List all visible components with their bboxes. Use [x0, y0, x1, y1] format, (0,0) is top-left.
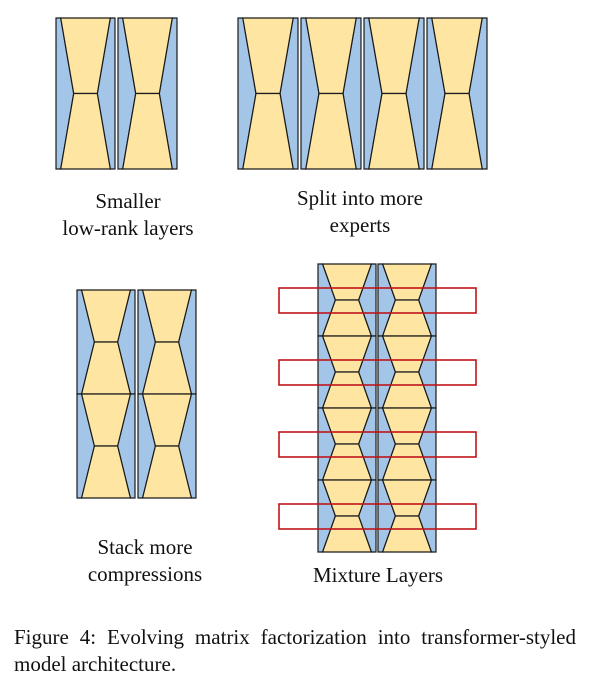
mixture-unit	[317, 335, 377, 409]
mixture-unit	[377, 407, 437, 481]
routing-box	[278, 431, 477, 458]
routing-box	[278, 359, 477, 386]
factor-matrix-lower	[242, 92, 294, 170]
low-rank-unit	[55, 17, 116, 170]
routing-box	[278, 503, 477, 530]
mixture-unit	[377, 335, 437, 409]
figure-caption: Figure 4: Evolving matrix factorization …	[14, 625, 576, 676]
panel-mixture-layers	[317, 263, 437, 553]
mixture-unit	[377, 263, 437, 337]
factor-matrix-lower	[321, 515, 373, 553]
label-split-line-2: experts	[329, 213, 391, 237]
stacked-unit	[137, 289, 197, 395]
factor-matrix-lower	[59, 92, 112, 170]
factor-matrix-lower	[368, 92, 420, 170]
expert-unit	[237, 17, 299, 170]
label-mixture-layers: Mixture Layers	[268, 562, 488, 589]
panel-smaller-low-rank	[55, 17, 178, 170]
low-rank-unit	[117, 17, 178, 170]
label-smaller-low-rank: Smaller low-rank layers	[18, 188, 238, 242]
factor-matrix-lower	[121, 92, 174, 170]
panel-stack-compressions	[76, 289, 197, 499]
panel-split-experts	[237, 17, 488, 170]
factor-matrix-lower	[80, 445, 132, 499]
factor-matrix-lower	[141, 445, 193, 499]
stacked-unit	[76, 393, 136, 499]
expert-unit	[426, 17, 488, 170]
expert-unit	[300, 17, 362, 170]
factor-matrix-lower	[431, 92, 483, 170]
label-stack-line-2: compressions	[87, 562, 203, 586]
label-split-experts: Split into more experts	[250, 185, 470, 239]
factor-matrix-lower	[381, 515, 433, 553]
mixture-unit	[377, 479, 437, 553]
mixture-routing-boxes	[278, 287, 477, 530]
mixture-unit	[317, 263, 377, 337]
stacked-unit	[76, 289, 136, 395]
stacked-unit	[137, 393, 197, 499]
label-split-line-1: Split into more	[297, 186, 423, 210]
label-mixture-line-1: Mixture Layers	[312, 563, 444, 587]
routing-box	[278, 287, 477, 314]
mixture-unit	[317, 407, 377, 481]
expert-unit	[363, 17, 425, 170]
label-smaller-line-1: Smaller	[95, 189, 161, 213]
mixture-unit	[317, 479, 377, 553]
factor-matrix-lower	[305, 92, 357, 170]
label-stack-compressions: Stack more compressions	[35, 534, 255, 588]
label-stack-line-1: Stack more	[97, 535, 193, 559]
label-smaller-line-2: low-rank layers	[62, 216, 194, 240]
